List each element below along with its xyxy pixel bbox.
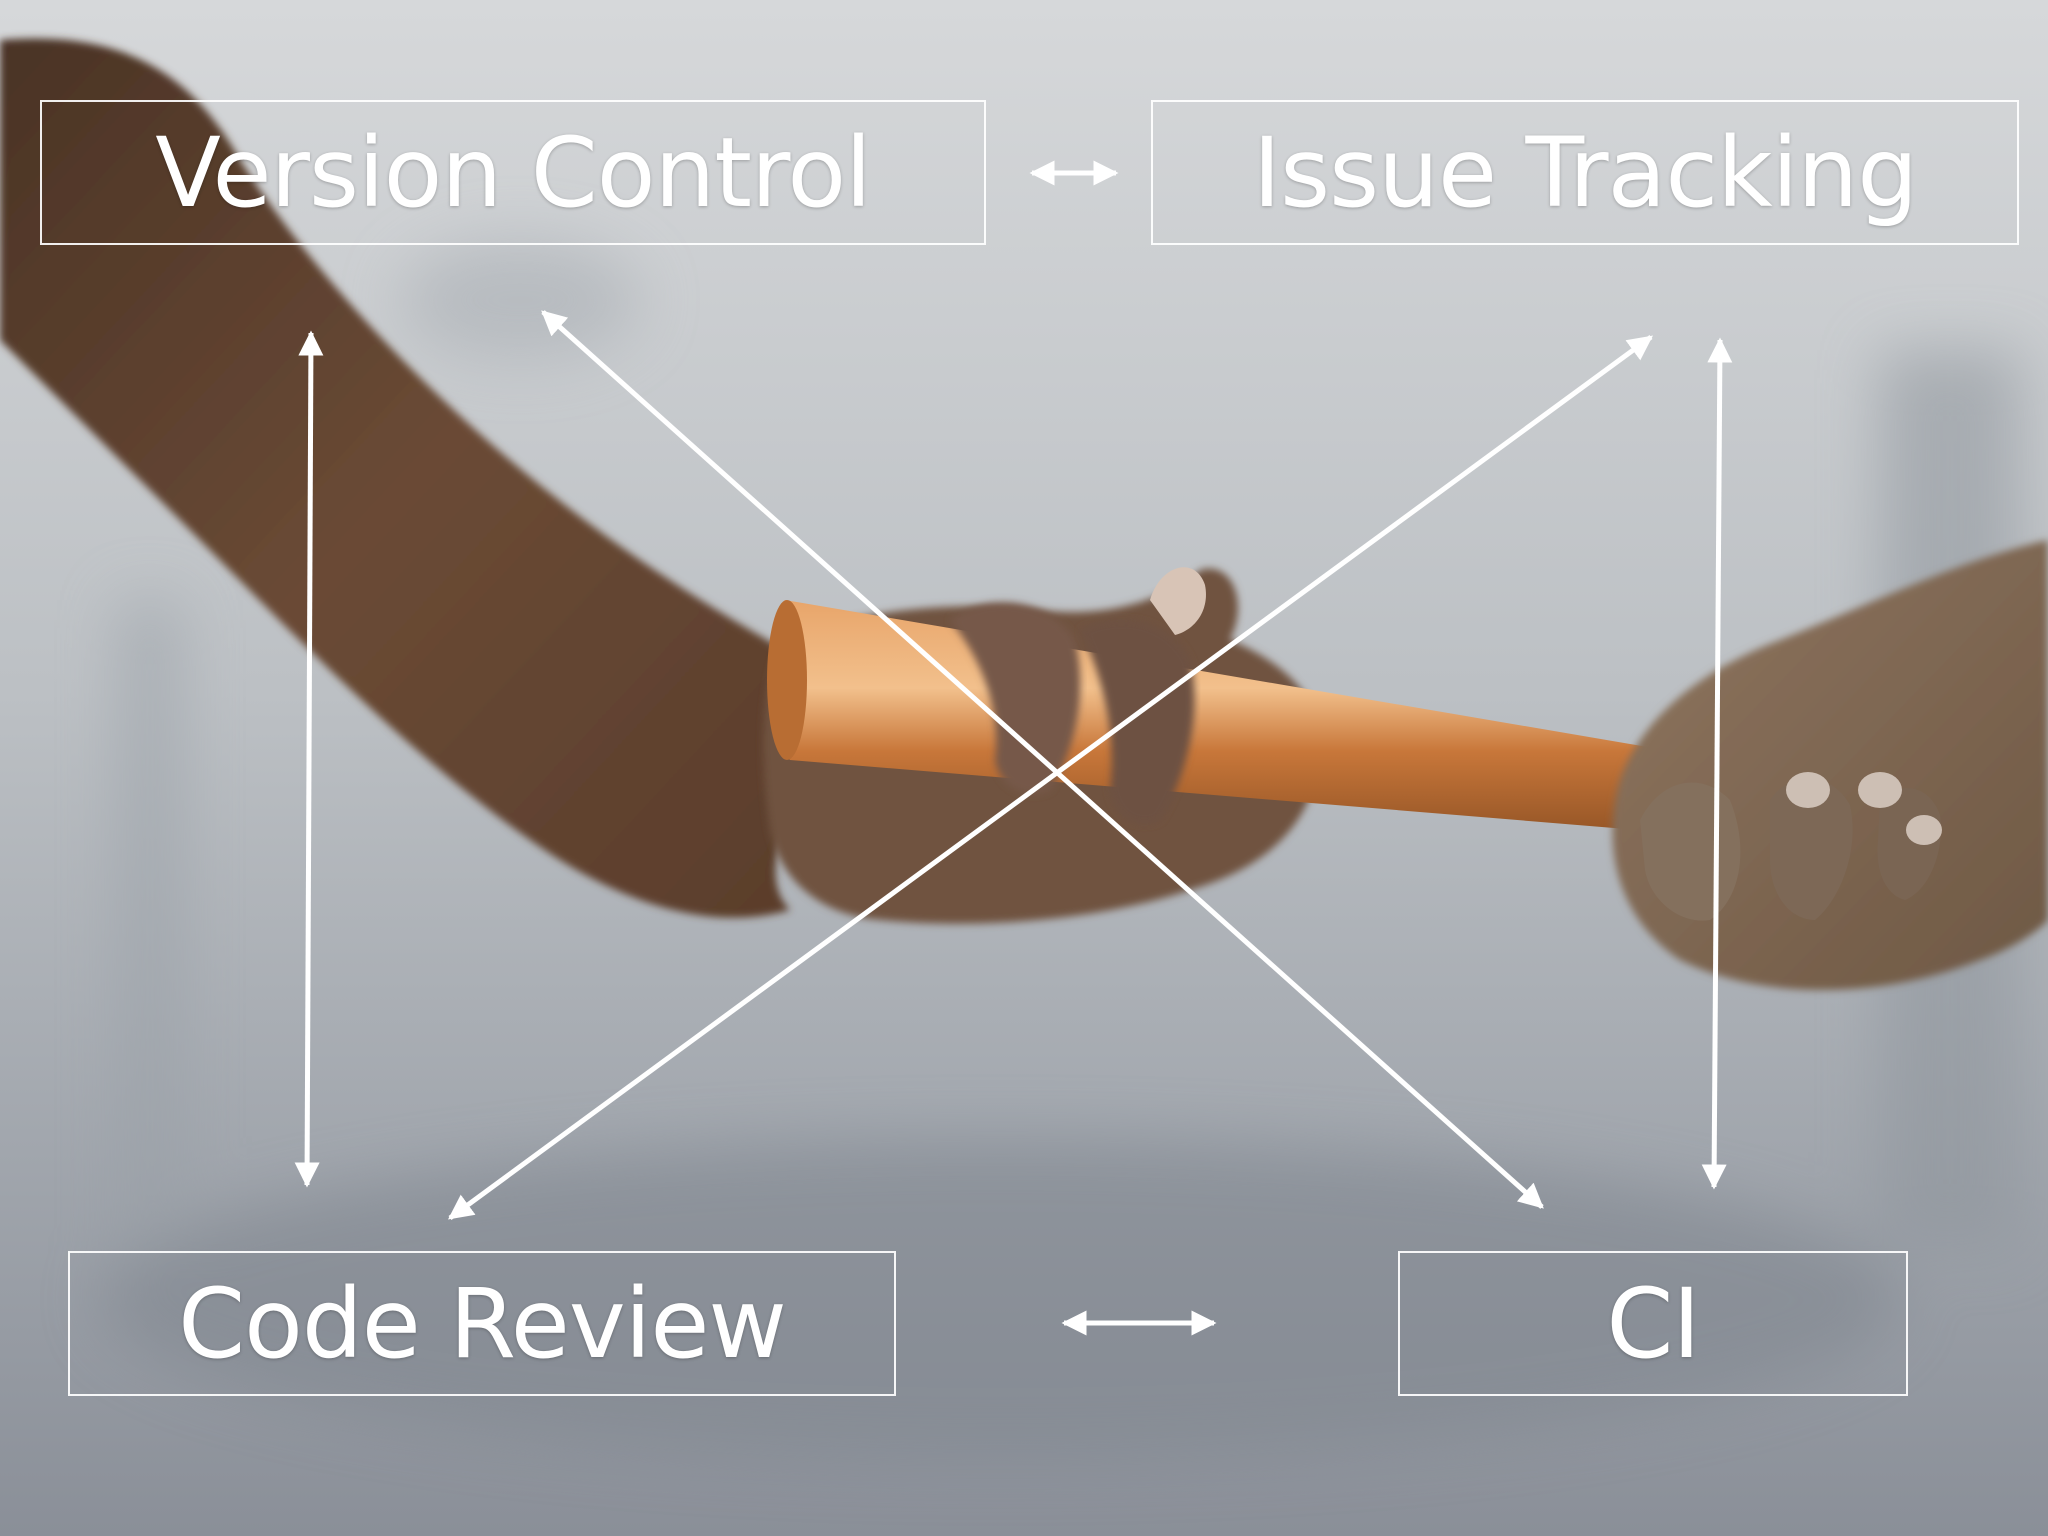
node-label: Version Control xyxy=(155,116,872,229)
node-issue-tracking: Issue Tracking xyxy=(1151,100,2019,245)
node-version-control: Version Control xyxy=(40,100,986,245)
node-label: Issue Tracking xyxy=(1252,116,1918,229)
node-label: Code Review xyxy=(178,1267,787,1380)
node-label: CI xyxy=(1606,1267,1700,1380)
node-code-review: Code Review xyxy=(68,1251,896,1396)
node-ci: CI xyxy=(1398,1251,1908,1396)
